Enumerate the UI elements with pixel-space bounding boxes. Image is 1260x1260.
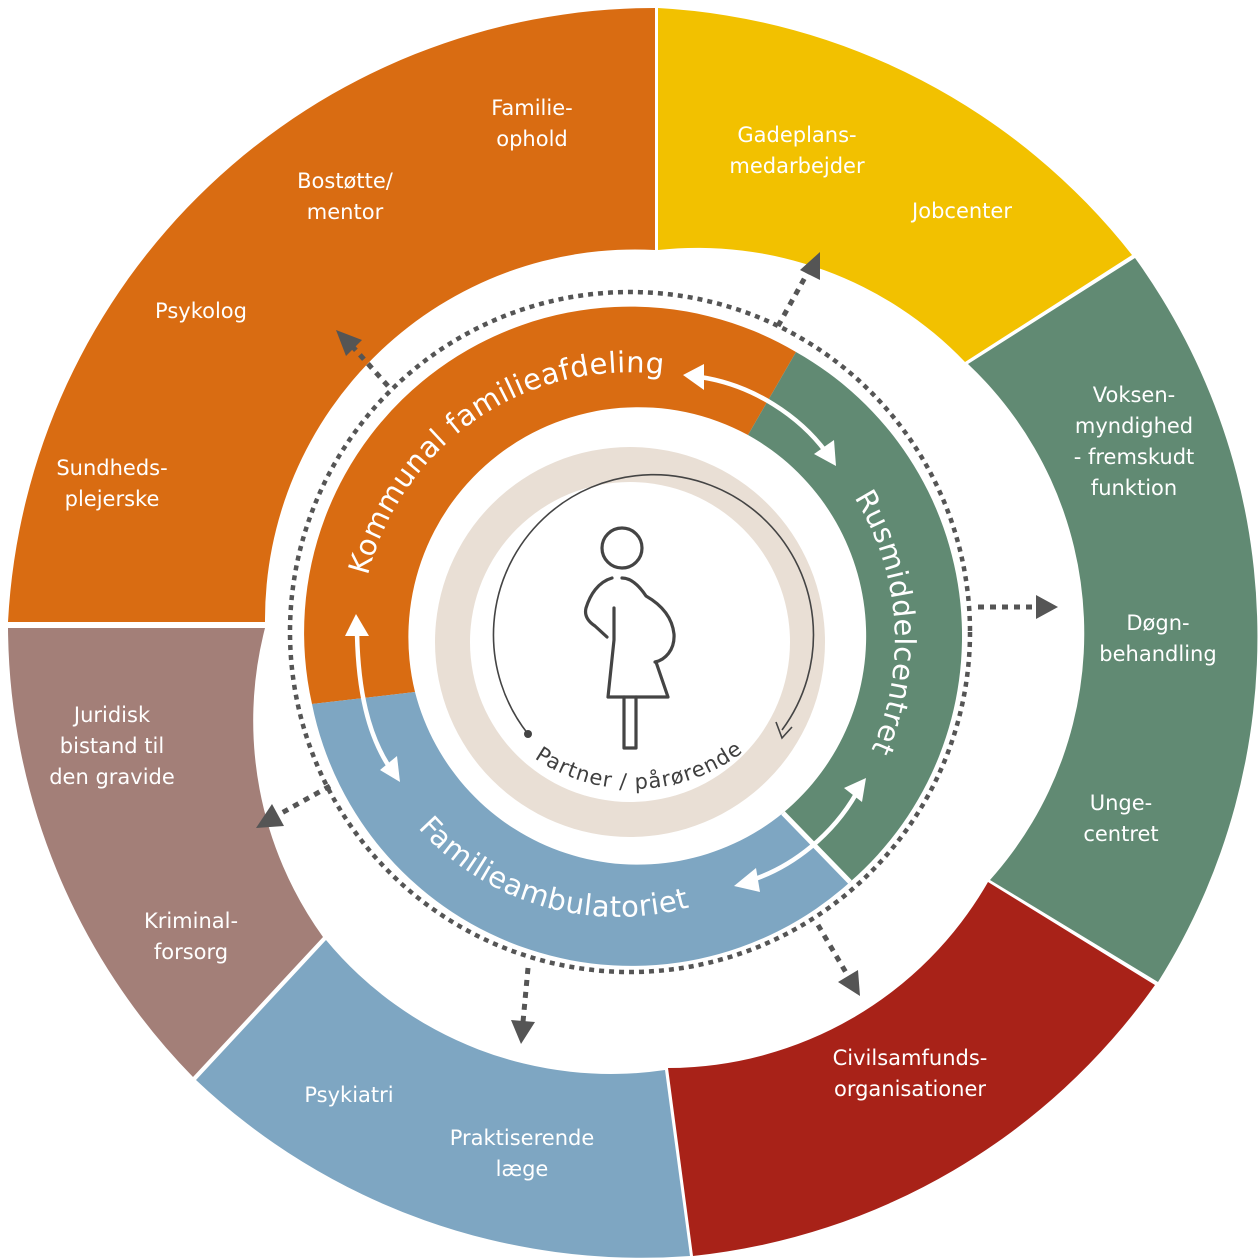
outer-label-sundhedsplejerske: Sundheds-plejerske xyxy=(56,456,167,511)
partner-arc xyxy=(492,473,815,735)
outer-segment-green xyxy=(968,258,1258,982)
outer-segment-mauve xyxy=(8,628,323,1077)
outer-label-civilsamfundsorganisationer: Civilsamfunds-organisationer xyxy=(833,1046,988,1101)
connector-arrow-mauve xyxy=(256,783,332,828)
outer-label-døgnbehandling: Døgn-behandling xyxy=(1099,611,1216,666)
outer-label-ungecentret: Unge-centret xyxy=(1083,791,1158,846)
outer-label-gadeplansmedarbejder: Gadeplans-medarbejder xyxy=(729,123,865,178)
double-arrow-right xyxy=(734,778,866,892)
partner-arc-dot xyxy=(524,730,532,738)
outer-label-psykolog: Psykolog xyxy=(155,299,247,323)
inner-separator xyxy=(781,811,852,884)
outer-label-kriminalforsorg: Kriminal-forsorg xyxy=(144,909,238,964)
outer-label-jobcenter: Jobcenter xyxy=(910,199,1012,223)
inner-segment-familieambulatoriet xyxy=(312,692,850,966)
double-arrow-top xyxy=(683,364,836,466)
connector-arrow-red xyxy=(815,923,860,996)
outer-segment-orange xyxy=(8,8,655,622)
partner-arc-arrowhead xyxy=(775,721,793,740)
connector-arrow-yellow xyxy=(775,252,820,328)
outer-segment-red xyxy=(668,882,1155,1256)
outer-labels: Familie-opholdBostøtte/mentorPsykologSun… xyxy=(49,96,1216,1181)
outer-label-familieophold: Familie-ophold xyxy=(491,96,572,151)
outer-segment-blue xyxy=(196,940,690,1258)
outer-label-bostøtte-mentor: Bostøtte/mentor xyxy=(297,169,394,224)
connector-arrow-green xyxy=(978,595,1058,619)
outer-segment-yellow xyxy=(658,8,1132,362)
center-disc xyxy=(470,482,790,802)
inner-segment-rusmiddelcentret xyxy=(748,352,963,882)
pregnant-woman-icon xyxy=(583,526,676,750)
connector-arrow-psykolog xyxy=(336,330,390,388)
dotted-ring xyxy=(287,289,973,975)
double-arrow-left xyxy=(345,614,400,782)
outer-label-psykiatri: Psykiatri xyxy=(304,1083,393,1107)
inner-segment-familieafdeling xyxy=(304,306,796,704)
connector-arrow-blue xyxy=(511,967,535,1044)
